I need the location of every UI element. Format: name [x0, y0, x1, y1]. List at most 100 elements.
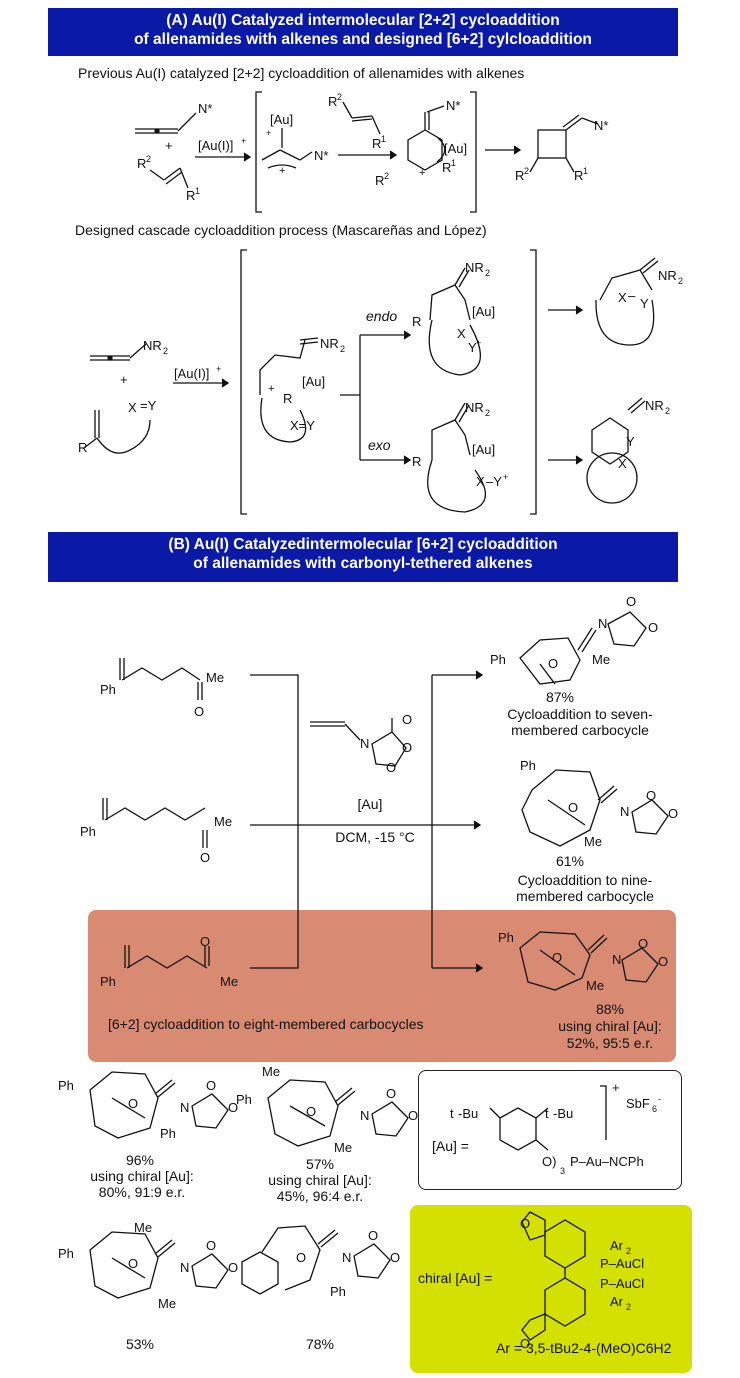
- svg-text:Me: Me: [134, 1220, 152, 1235]
- svg-text:O: O: [200, 850, 210, 865]
- au-catalyst-structure: [489, 1085, 607, 1151]
- scope2-chiral-2: 45%, 96:4 e.r.: [276, 1188, 364, 1204]
- scope-product-2: [267, 1079, 409, 1147]
- svg-text:O: O: [402, 712, 412, 727]
- cyclohexyl-intermediate: [342, 101, 446, 171]
- svg-text:Ph: Ph: [520, 758, 536, 773]
- svg-text:1: 1: [381, 134, 386, 144]
- svg-text:O: O: [626, 594, 636, 609]
- cyclobutane-product: [529, 114, 599, 173]
- scope1-yield: 96%: [125, 1152, 155, 1168]
- bracket-right-2: [530, 249, 537, 515]
- svg-text:Ph: Ph: [58, 1078, 74, 1093]
- ar-definition: Ar = 3,5-tBu2-4-(MeO)C6H2: [496, 1340, 672, 1356]
- svg-text:O: O: [228, 1100, 238, 1115]
- svg-text:2: 2: [485, 268, 490, 278]
- svg-text:R: R: [442, 160, 451, 175]
- chiral-catalyst-box: [410, 1205, 692, 1373]
- product-9-membered: [521, 769, 669, 847]
- scope1-chiral-1: using chiral [Au]:: [90, 1168, 194, 1184]
- reactant-3: [124, 945, 210, 969]
- allenamide-structure-2: [90, 343, 147, 361]
- bracket-left-2: [240, 249, 247, 515]
- product3-yield: 88%: [595, 1001, 625, 1017]
- svg-text:O: O: [648, 620, 658, 635]
- tethered-alkene: [83, 410, 151, 454]
- svg-text:O: O: [548, 656, 558, 671]
- product1-caption-2: membered carbocycle: [511, 722, 649, 738]
- svg-text:R: R: [328, 94, 337, 109]
- svg-text:+: +: [120, 372, 128, 387]
- svg-text:Me: Me: [262, 1064, 280, 1079]
- scope1-chiral-2: 80%, 91:9 e.r.: [98, 1184, 186, 1200]
- svg-text:[Au]: [Au]: [472, 442, 495, 457]
- svg-text:NR: NR: [658, 268, 677, 283]
- svg-text:N: N: [180, 1100, 189, 1115]
- svg-text:O: O: [128, 1256, 138, 1271]
- svg-text:R: R: [137, 156, 146, 171]
- svg-text:Ar: Ar: [610, 1294, 624, 1309]
- svg-text:2: 2: [485, 408, 490, 418]
- product3-chiral-2: 52%, 95:5 e.r.: [566, 1035, 654, 1051]
- endo-intermediate: [428, 267, 482, 376]
- cationic-intermediate: [259, 337, 319, 443]
- svg-text:[Au]: [Au]: [444, 141, 467, 156]
- section-a-banner: (A) Au(I) Catalyzed intermolecular [2+2]…: [48, 8, 678, 56]
- svg-text:O: O: [402, 740, 412, 755]
- previous-caption: Previous Au(I) catalyzed [2+2] cycloaddi…: [78, 65, 525, 81]
- svg-text:O: O: [194, 704, 204, 719]
- svg-text:Ph: Ph: [160, 1126, 176, 1141]
- svg-text:O: O: [306, 1104, 316, 1119]
- svg-text:Ph: Ph: [236, 1092, 252, 1107]
- svg-text:P–AuCl: P–AuCl: [600, 1256, 644, 1271]
- exo-label: exo: [368, 437, 391, 453]
- svg-text:R: R: [574, 168, 583, 183]
- product1-caption-1: Cycloaddition to seven-: [507, 706, 653, 722]
- svg-text:N*: N*: [446, 98, 460, 113]
- svg-text:Ph: Ph: [498, 930, 514, 945]
- svg-text:O: O: [386, 1086, 396, 1101]
- svg-text:SbF: SbF: [626, 1096, 650, 1111]
- svg-text:O: O: [668, 806, 678, 821]
- svg-text:R: R: [515, 168, 524, 183]
- svg-text:O: O: [200, 934, 210, 949]
- svg-text:Ph: Ph: [80, 824, 96, 839]
- svg-text:2: 2: [524, 166, 529, 176]
- svg-text:+: +: [266, 128, 271, 138]
- svg-text:Y: Y: [640, 296, 649, 311]
- endo-label: endo: [366, 308, 398, 324]
- bridged-product-1: [595, 257, 659, 346]
- au-catalyst-label: [Au] =: [432, 1138, 469, 1154]
- svg-text:Ph: Ph: [490, 652, 506, 667]
- bracket-left-1: [255, 91, 262, 213]
- svg-text:[Au]: [Au]: [302, 374, 325, 389]
- svg-text:X: X: [618, 290, 627, 305]
- svg-text:t: t: [545, 1106, 549, 1121]
- merge-line: [250, 674, 299, 969]
- svg-text:N*: N*: [594, 118, 608, 133]
- product2-caption-2: membered carbocycle: [516, 888, 654, 904]
- svg-text:6: 6: [652, 1104, 657, 1114]
- svg-text:Me: Me: [334, 1140, 352, 1155]
- svg-text:+: +: [419, 167, 425, 179]
- svg-text:Y: Y: [468, 340, 477, 355]
- svg-text:X: X: [618, 456, 627, 471]
- highlight-box: [88, 910, 676, 1062]
- svg-text:NR: NR: [645, 398, 664, 413]
- svg-text:+: +: [279, 165, 285, 177]
- svg-text:N: N: [360, 736, 369, 751]
- svg-text:+: +: [268, 383, 274, 395]
- svg-text:Y: Y: [626, 434, 635, 449]
- svg-text:2: 2: [626, 1302, 631, 1312]
- svg-text:N: N: [180, 1260, 189, 1275]
- svg-text:O: O: [552, 950, 562, 965]
- section-b-banner: (B) Au(I) Catalyzedintermolecular [6+2] …: [48, 532, 678, 582]
- svg-text:X=Y: X=Y: [290, 418, 315, 433]
- svg-text:NR: NR: [465, 260, 484, 275]
- svg-text:Me: Me: [158, 1296, 176, 1311]
- scope4-yield: 78%: [305, 1336, 335, 1352]
- svg-text:O: O: [520, 1336, 530, 1351]
- svg-text:X: X: [457, 326, 466, 341]
- scope2-yield: 57%: [305, 1156, 335, 1172]
- svg-text:R: R: [186, 188, 195, 203]
